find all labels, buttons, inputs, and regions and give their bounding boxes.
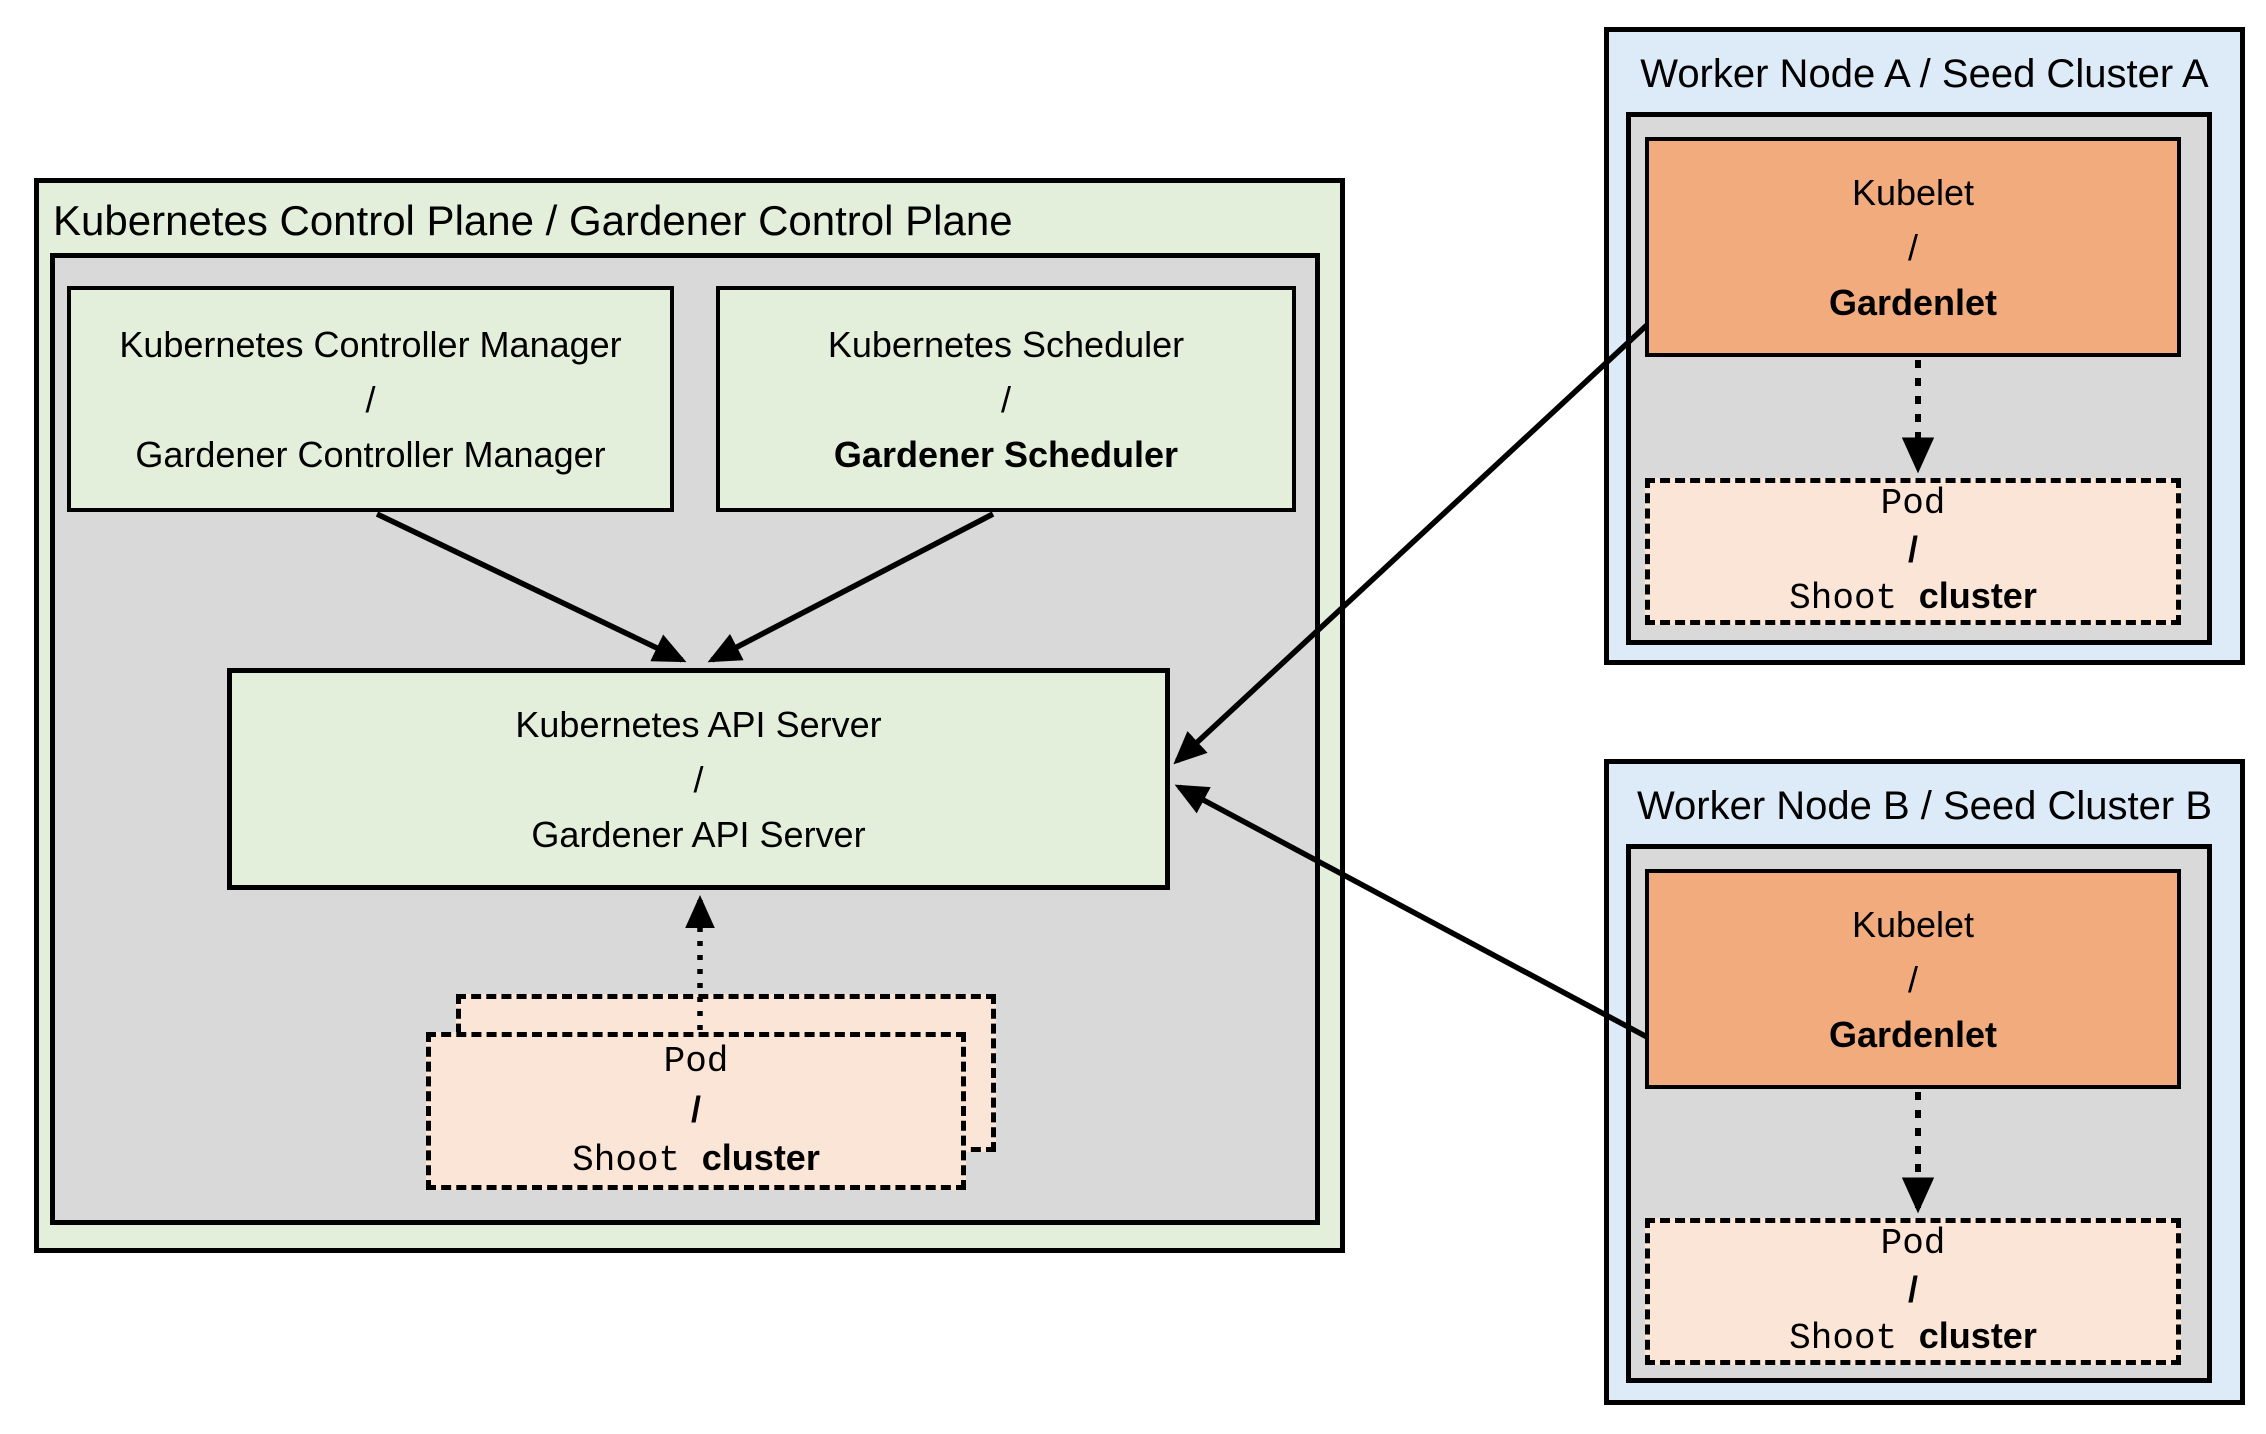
- pod-stack-line2-text: cluster: [701, 1136, 820, 1178]
- pod-stack-line2-code: Shoot: [572, 1139, 681, 1181]
- scheduler-box: Kubernetes Scheduler / Gardener Schedule…: [716, 286, 1296, 512]
- worker-b-kubelet-line2: Gardenlet: [1828, 1013, 1998, 1055]
- scheduler-slash: /: [1000, 378, 1011, 420]
- worker-b-pod-line2-text: cluster: [1918, 1315, 2037, 1356]
- worker-a-kubelet-slash: /: [1907, 226, 1918, 268]
- controller-manager-slash: /: [365, 378, 376, 420]
- worker-b-pod-line2-code: Shoot: [1789, 1318, 1898, 1359]
- worker-node-a-kubelet-box: Kubelet / Gardenlet: [1645, 137, 2181, 357]
- worker-a-kubelet-line1: Kubelet: [1851, 171, 1975, 213]
- worker-a-pod-line2: Shoot cluster: [1789, 573, 2037, 622]
- worker-b-pod-slash: /: [1907, 1269, 1918, 1310]
- scheduler-line1: Kubernetes Scheduler: [827, 323, 1185, 365]
- worker-node-b-pod-box: Pod / Shoot cluster: [1645, 1218, 2181, 1365]
- api-server-box: Kubernetes API Server / Gardener API Ser…: [227, 668, 1170, 890]
- worker-b-kubelet-line1: Kubelet: [1851, 903, 1975, 945]
- scheduler-line2: Gardener Scheduler: [833, 433, 1179, 475]
- worker-a-pod-line2-code: Shoot: [1789, 578, 1898, 619]
- pod-stack-line1: Pod: [663, 1040, 729, 1082]
- worker-b-pod-line1: Pod: [1880, 1223, 1946, 1264]
- control-plane-title: Kubernetes Control Plane / Gardener Cont…: [53, 196, 1013, 244]
- pod-stack-line2: Shoot cluster: [572, 1134, 820, 1185]
- worker-a-kubelet-line2: Gardenlet: [1828, 281, 1998, 323]
- api-server-slash: /: [693, 758, 704, 800]
- pod-stack-front-box: Pod / Shoot cluster: [426, 1032, 966, 1190]
- controller-manager-line2: Gardener Controller Manager: [135, 433, 606, 475]
- worker-a-pod-line1: Pod: [1880, 483, 1946, 524]
- controller-manager-line1: Kubernetes Controller Manager: [119, 323, 622, 365]
- worker-b-kubelet-slash: /: [1907, 958, 1918, 1000]
- api-server-line2: Gardener API Server: [531, 813, 866, 855]
- worker-node-a-pod-box: Pod / Shoot cluster: [1645, 478, 2181, 625]
- worker-b-pod-line2: Shoot cluster: [1789, 1313, 2037, 1362]
- worker-node-b-kubelet-box: Kubelet / Gardenlet: [1645, 869, 2181, 1089]
- worker-node-a-title: Worker Node A / Seed Cluster A: [1640, 51, 2209, 96]
- pod-stack-slash: /: [690, 1088, 701, 1130]
- worker-node-b-title: Worker Node B / Seed Cluster B: [1636, 783, 2213, 828]
- controller-manager-box: Kubernetes Controller Manager / Gardener…: [67, 286, 674, 512]
- worker-a-pod-slash: /: [1907, 529, 1918, 570]
- worker-a-pod-line2-text: cluster: [1918, 575, 2037, 616]
- api-server-line1: Kubernetes API Server: [515, 703, 882, 745]
